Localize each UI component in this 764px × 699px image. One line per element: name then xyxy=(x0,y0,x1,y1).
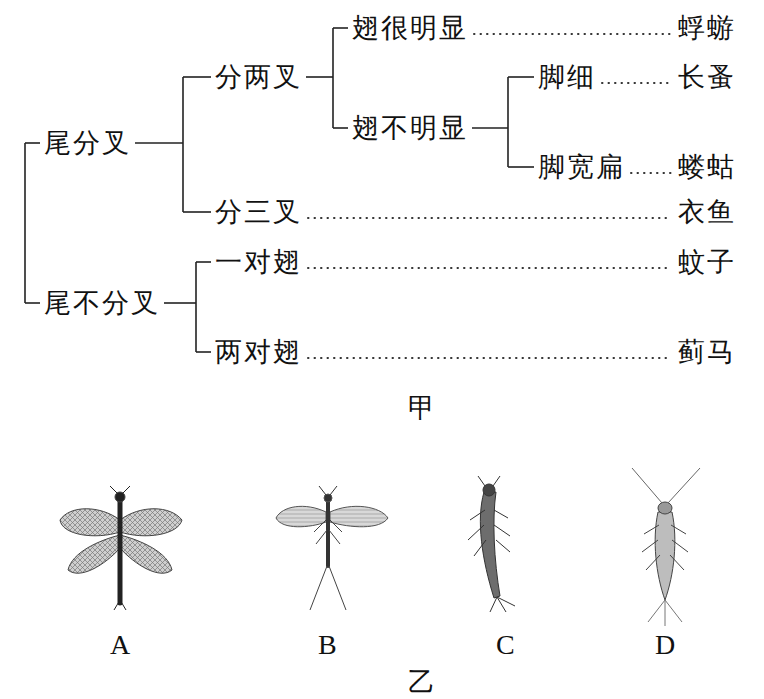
key-text: 两对翅 xyxy=(215,339,302,366)
bracket-line xyxy=(507,77,509,167)
dotted-leader xyxy=(308,357,672,359)
bracket-line xyxy=(332,28,334,128)
key-text: 分三叉 xyxy=(215,199,302,226)
dotted-leader xyxy=(631,172,672,174)
bracket-line xyxy=(196,351,211,353)
key-text: 脚细 xyxy=(538,64,596,91)
species-name: 蜉蝣 xyxy=(678,15,736,42)
insect-b xyxy=(276,486,388,610)
species-name: 蝼蛄 xyxy=(678,154,736,181)
bracket-line xyxy=(25,142,40,144)
key-text: 分两叉 xyxy=(215,64,302,91)
bracket-line xyxy=(333,127,348,129)
key-text: 脚宽扁 xyxy=(538,154,625,181)
bracket-line xyxy=(472,127,508,129)
bracket-line xyxy=(25,302,40,304)
insect-d xyxy=(632,468,700,626)
bracket-line xyxy=(508,166,534,168)
key-text: 翅不明显 xyxy=(352,115,468,142)
bracket-line xyxy=(135,142,183,144)
figure-label: 乙 xyxy=(408,669,437,696)
bracket-line xyxy=(24,143,26,303)
option-letter: A xyxy=(110,631,130,659)
species-name: 蚊子 xyxy=(678,249,736,276)
insect-c xyxy=(468,476,515,612)
option-letter: C xyxy=(496,631,515,659)
dotted-leader xyxy=(602,82,672,84)
bracket-line xyxy=(182,77,184,212)
key-text: 尾不分叉 xyxy=(44,290,160,317)
option-letter: D xyxy=(655,631,675,659)
dotted-leader xyxy=(474,33,672,35)
bracket-line xyxy=(183,211,211,213)
bracket-line xyxy=(164,302,196,304)
bracket-line xyxy=(333,27,348,29)
bracket-line xyxy=(306,76,333,78)
species-name: 长蚤 xyxy=(678,64,736,91)
species-name: 蓟马 xyxy=(678,339,736,366)
bracket-line xyxy=(508,76,534,78)
figure-label: 甲 xyxy=(408,395,437,422)
bracket-line xyxy=(196,261,211,263)
dotted-leader xyxy=(308,217,672,219)
insect-a xyxy=(60,486,182,610)
bracket-line xyxy=(195,262,197,352)
option-letter: B xyxy=(318,631,337,659)
species-name: 衣鱼 xyxy=(678,199,736,226)
dotted-leader xyxy=(308,267,672,269)
key-text: 一对翅 xyxy=(215,249,302,276)
key-text: 翅很明显 xyxy=(352,15,468,42)
key-text: 尾分叉 xyxy=(44,130,131,157)
bracket-line xyxy=(183,76,211,78)
